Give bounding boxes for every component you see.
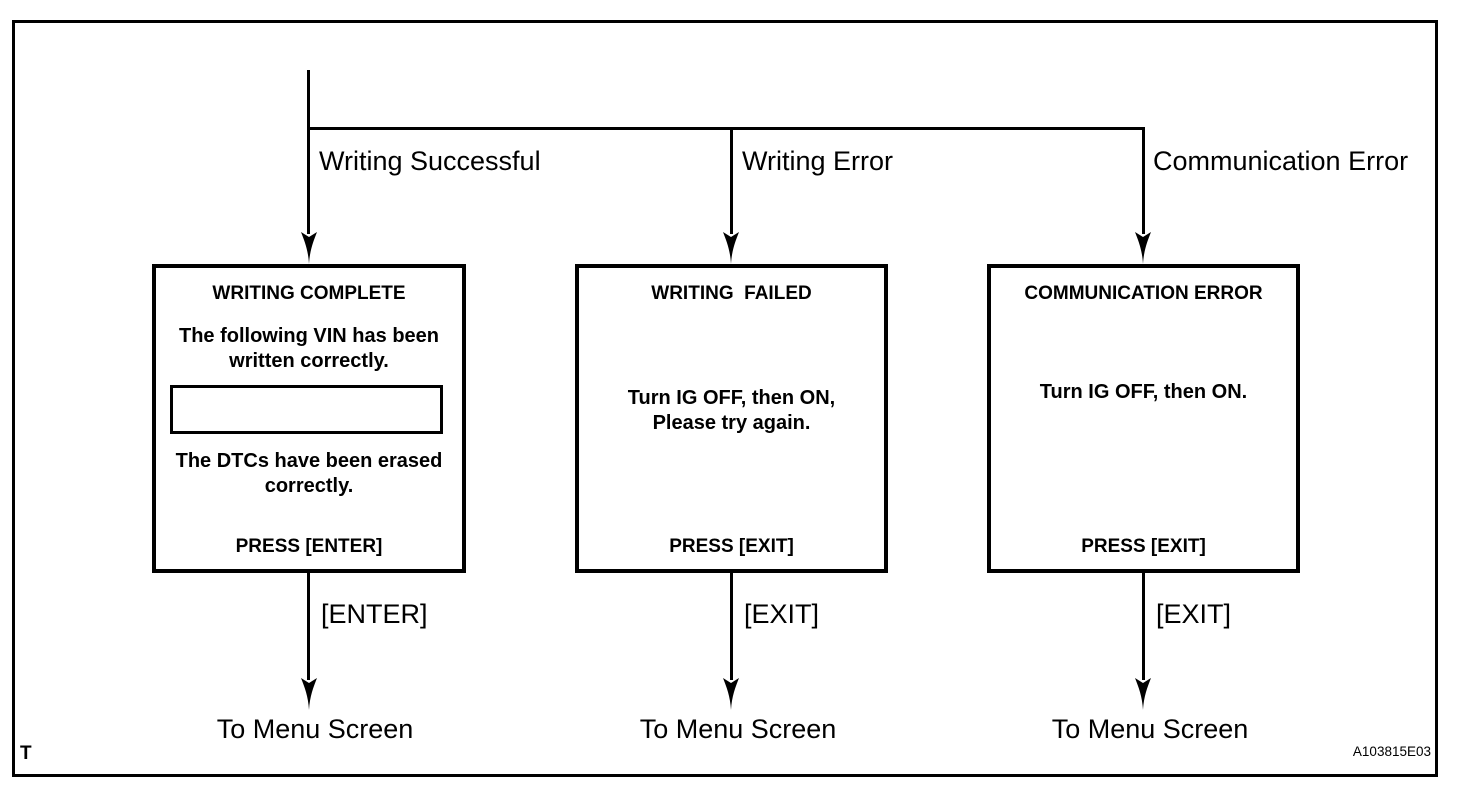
screen-box-writing-failed: WRITING FAILED Turn IG OFF, then ON, Ple… [575, 264, 888, 573]
screen-body-line: correctly. [264, 475, 354, 497]
press-instruction: PRESS [ENTER] [235, 536, 383, 557]
destination-label: To Menu Screen [216, 714, 414, 744]
arrow-down-icon [301, 232, 317, 264]
screen-title: COMMUNICATION ERROR [1024, 283, 1263, 304]
arrow-down-icon [1135, 678, 1151, 710]
condition-label-writing-successful: Writing Successful [319, 146, 541, 176]
arrow-down-icon [1135, 232, 1151, 264]
flow-stem-line [307, 70, 310, 234]
screen-body-line: Turn IG OFF, then ON, [627, 387, 836, 409]
press-instruction: PRESS [EXIT] [1081, 536, 1206, 557]
screen-body-line: Please try again. [652, 412, 811, 434]
key-label-exit: [EXIT] [1156, 599, 1232, 629]
press-instruction: PRESS [EXIT] [669, 536, 794, 557]
figure-id: A103815E03 [1352, 744, 1431, 759]
arrow-down-icon [301, 678, 317, 710]
exit1-drop-line [307, 573, 310, 680]
screen-body-line: The DTCs have been erased [175, 450, 443, 472]
destination-label: To Menu Screen [639, 714, 837, 744]
key-label-exit: [EXIT] [744, 599, 820, 629]
screen-box-writing-complete: WRITING COMPLETE The following VIN has b… [152, 264, 466, 573]
arrow-down-icon [723, 232, 739, 264]
screen-body-line: written correctly. [229, 350, 389, 372]
exit2-drop-line [730, 573, 733, 680]
screen-box-communication-error: COMMUNICATION ERROR Turn IG OFF, then ON… [987, 264, 1300, 573]
arrow-down-icon [723, 678, 739, 710]
branch-split-line [307, 127, 1145, 130]
key-label-enter: [ENTER] [321, 599, 428, 629]
page-marker: T [20, 743, 32, 764]
screen-title: WRITING COMPLETE [212, 283, 406, 304]
screen-body-line: The following VIN has been [178, 325, 440, 347]
condition-label-writing-error: Writing Error [742, 146, 894, 176]
branch2-drop-line [730, 127, 733, 234]
branch3-drop-line [1142, 127, 1145, 234]
screen-title: WRITING FAILED [651, 283, 812, 304]
exit3-drop-line [1142, 573, 1145, 680]
vin-field [170, 385, 443, 434]
screen-body-line: Turn IG OFF, then ON. [1039, 381, 1248, 403]
condition-label-communication-error: Communication Error [1153, 146, 1409, 176]
destination-label: To Menu Screen [1051, 714, 1249, 744]
